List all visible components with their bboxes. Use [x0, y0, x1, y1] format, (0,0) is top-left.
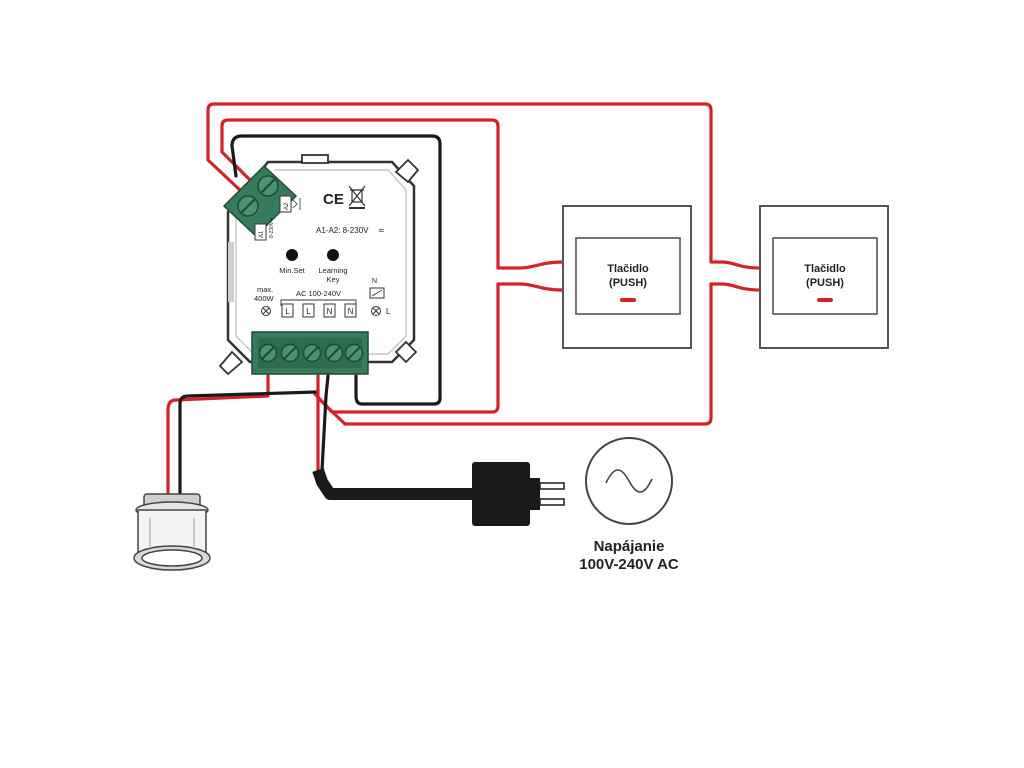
dimmer-module: A1 8-230V≂ A2 CE A1-A2: 8-230V ≂ Min.Set…	[218, 154, 420, 376]
terminal-l-2: L	[306, 307, 311, 316]
min-set-label: Min.Set	[279, 266, 305, 275]
switch-1-label-1: Tlačidlo	[607, 263, 649, 275]
lamp-symbol-icon	[371, 306, 381, 316]
terminal-l-1: L	[285, 307, 290, 316]
wire-red-outer	[206, 102, 762, 426]
min-set-button[interactable]	[286, 249, 298, 261]
terminal-screw-slot	[305, 346, 319, 360]
learning-key-label-2: Key	[327, 275, 340, 284]
switch-1-label-2: (PUSH)	[609, 277, 647, 289]
terminal-a2-label: A2	[284, 202, 290, 210]
wire-red-inner	[220, 118, 565, 414]
max-load-label-2: 400W	[254, 294, 275, 303]
plug-icon	[312, 462, 565, 526]
module-corner-tab	[394, 158, 420, 184]
terminal-a1-label: A1	[259, 230, 265, 238]
terminal-screw-slot	[283, 346, 297, 360]
learning-key-button[interactable]	[327, 249, 339, 261]
ce-mark: CE	[323, 191, 344, 208]
wire-red-lamp	[166, 374, 270, 502]
push-switch-2: Tlačidlo (PUSH)	[759, 205, 889, 349]
input-spec-symbol: ≂	[378, 226, 385, 235]
terminal-screw-slot	[261, 346, 275, 360]
terminal-screws	[258, 343, 364, 363]
switch-1-indicator	[620, 298, 636, 302]
switch-symbol-icon	[292, 198, 301, 210]
l-marker: L	[386, 307, 391, 316]
module-side-bar	[228, 242, 234, 302]
learning-key-label-1: Learning	[318, 266, 347, 275]
power-source-label-1: Napájanie	[594, 538, 665, 555]
input-terminal-block	[222, 164, 298, 238]
power-source-label-2: 100V-240V AC	[579, 556, 679, 573]
wire-black-power	[320, 374, 330, 472]
switch-2-label-2: (PUSH)	[806, 277, 844, 289]
switch-2-indicator	[817, 298, 833, 302]
terminal-n-1: N	[327, 307, 333, 316]
switch-2-label-1: Tlačidlo	[804, 263, 846, 275]
module-corner-tab	[218, 350, 244, 376]
ac-range-label: AC 100-240V	[296, 289, 341, 298]
push-switch-1: Tlačidlo (PUSH)	[562, 205, 692, 349]
n-marker: N	[372, 278, 377, 285]
wire-black-module-loop	[230, 134, 442, 406]
terminal-n-2: N	[348, 307, 354, 316]
lamp-icon	[133, 493, 211, 571]
ac-source-icon	[585, 437, 673, 525]
module-corner-tab	[394, 340, 418, 364]
terminal-screw-slot	[327, 346, 341, 360]
terminal-screw-slot	[347, 346, 361, 360]
max-load-label-1: max.	[257, 285, 273, 294]
module-top-slot	[301, 154, 329, 164]
wire-black-lamp	[178, 390, 318, 502]
module-inner-line	[235, 169, 407, 355]
side-spec-label: 8-230V≂	[269, 218, 275, 238]
input-spec: A1-A2: 8-230V	[316, 226, 369, 235]
wires	[166, 102, 762, 502]
load-symbol-icon	[261, 306, 271, 316]
ac-range-bracket	[280, 299, 357, 306]
weee-bin-icon	[348, 185, 366, 209]
